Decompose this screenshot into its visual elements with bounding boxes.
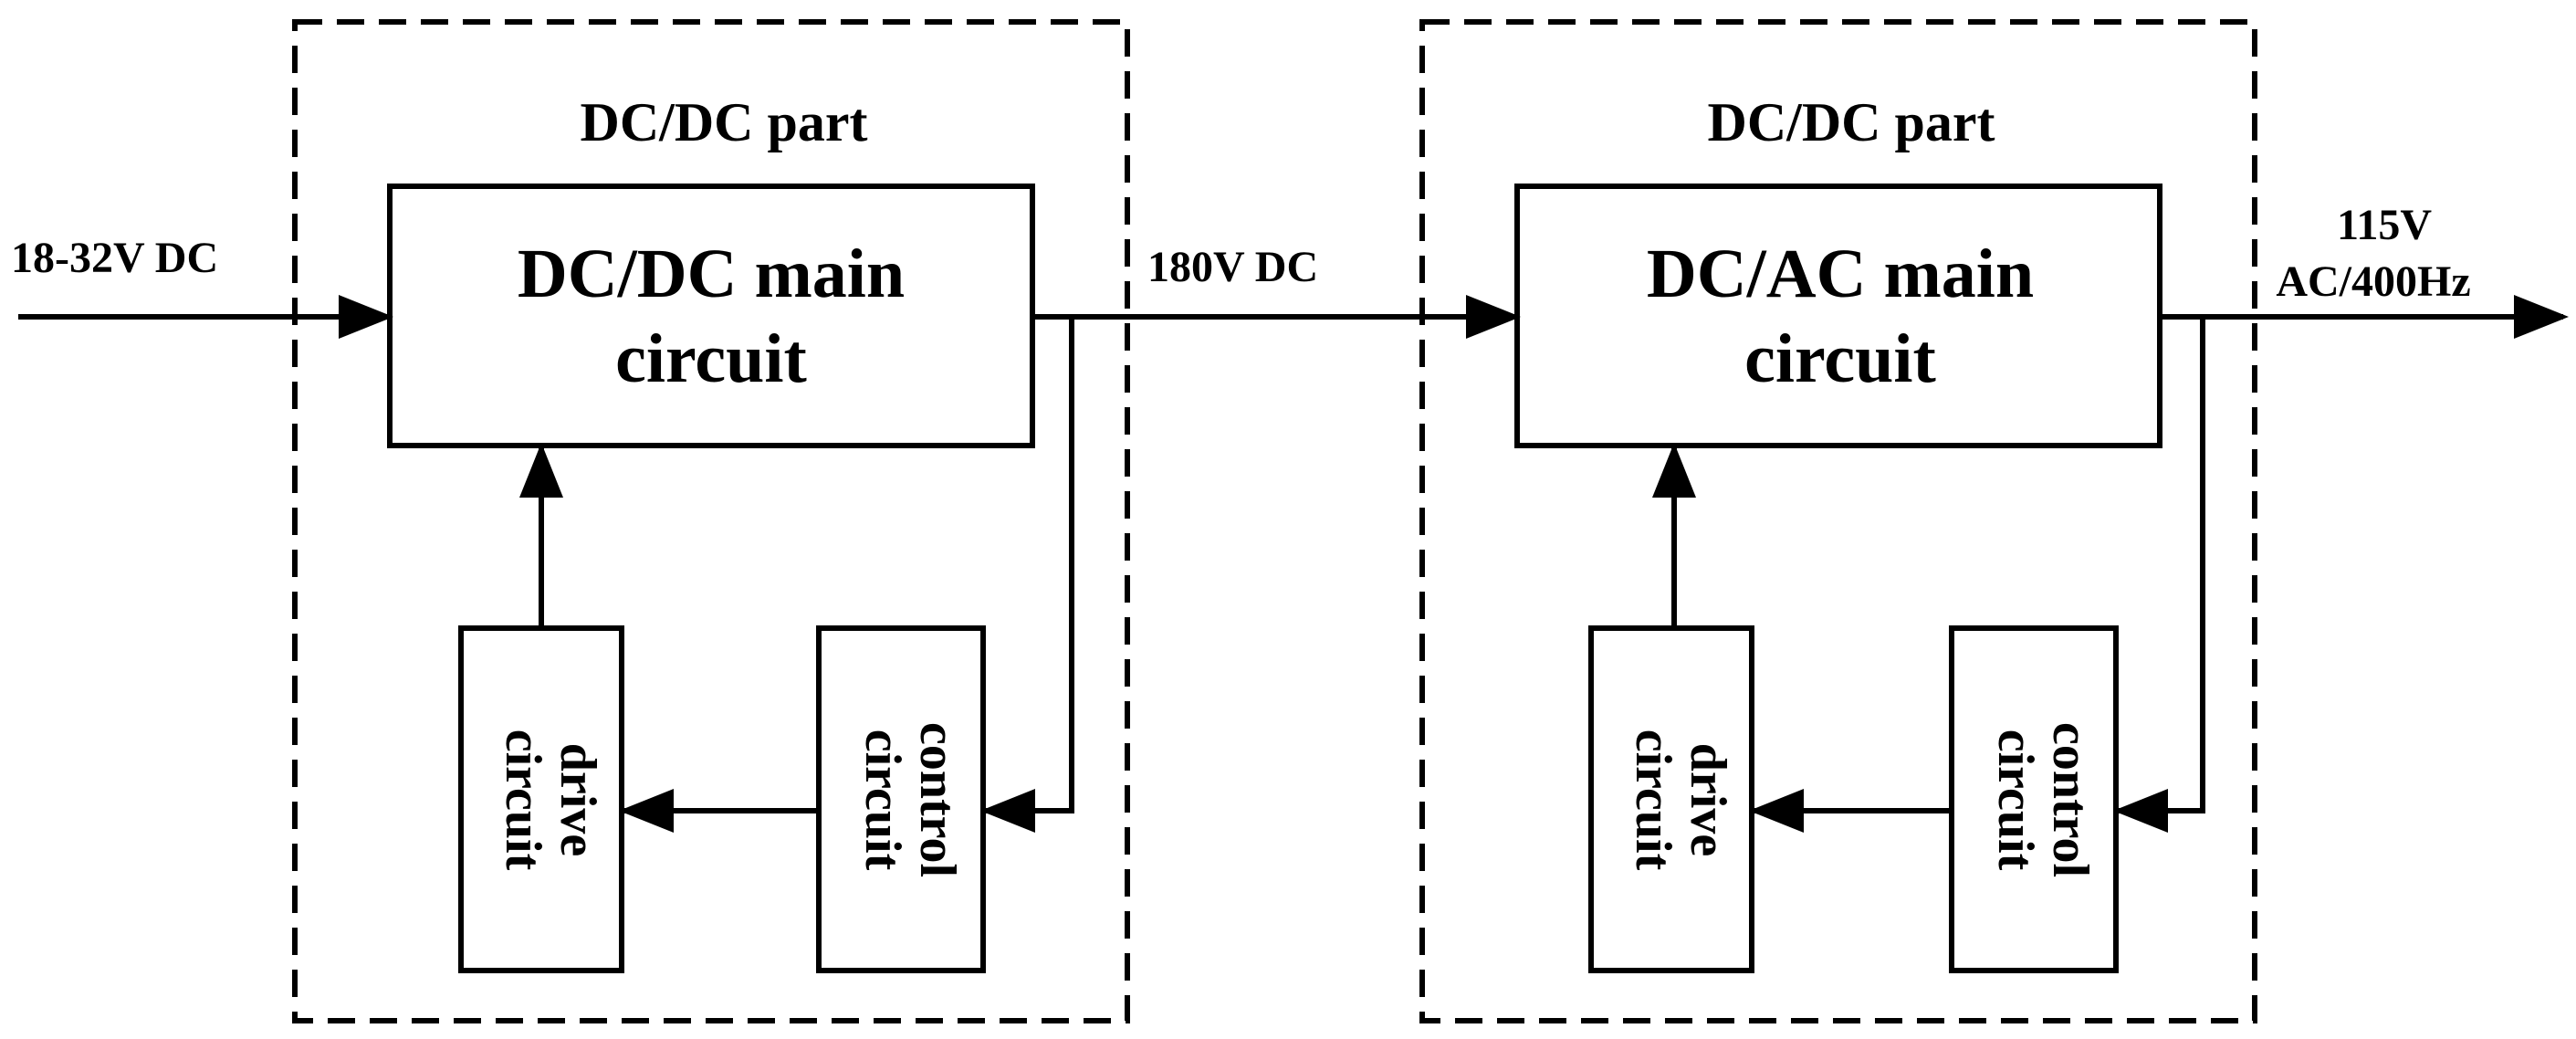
stage1-drive-circuit-label-line2: circuit	[495, 729, 551, 871]
input-voltage-label: 18-32V DC	[11, 234, 218, 282]
output-voltage-label-line2: AC/400Hz	[2276, 257, 2470, 306]
stage1-main-circuit-block	[387, 184, 1035, 448]
intermediate-voltage-label: 180V DC	[1147, 243, 1318, 291]
output-voltage-label-line1: 115V	[2337, 201, 2432, 249]
stage2-drive-circuit-label-line1: drive	[1680, 743, 1736, 856]
stage2-drive-circuit-label-line2: circuit	[1625, 729, 1681, 871]
stage2-main-circuit-label-line2: circuit	[1744, 320, 1936, 397]
stage1-part-title: DC/DC part	[581, 92, 868, 152]
stage1-boundary	[292, 19, 1130, 1023]
stage1-drive-circuit-label-line1: drive	[550, 743, 606, 856]
stage1-main-circuit-label-line2: circuit	[615, 320, 807, 397]
stage2-part-title: DC/DC part	[1708, 92, 1995, 152]
stage1-control-circuit-label-line2: circuit	[854, 729, 911, 871]
stage2-control-circuit-label-line1: control	[2042, 722, 2099, 877]
stage2-feedback-arrow	[2113, 317, 2205, 833]
stage2-control-circuit-label-line2: circuit	[1987, 729, 2044, 871]
stage2-main-circuit-label-line1: DC/AC main	[1647, 236, 2034, 312]
stage2-boundary	[1419, 19, 2257, 1023]
stage1-main-circuit-label-line1: DC/DC main	[518, 236, 905, 312]
stage1-control-circuit-label-line1: control	[909, 722, 966, 877]
stage1-feedback-arrow	[980, 317, 1074, 833]
stage2-main-circuit-block	[1514, 184, 2162, 448]
